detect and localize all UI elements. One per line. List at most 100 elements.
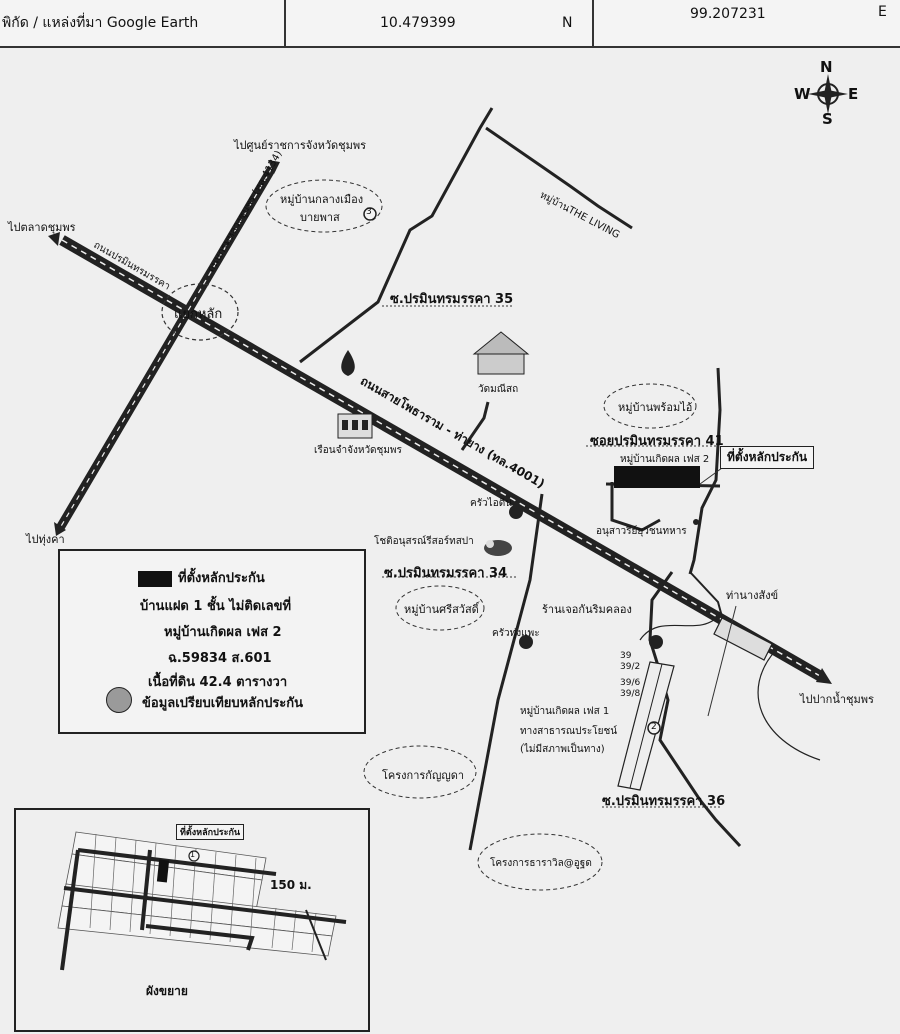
longitude-direction: E xyxy=(878,4,887,20)
source-label: พิกัด / แหล่งที่มา Google Earth xyxy=(2,15,199,31)
longitude-value: 99.207231 xyxy=(690,6,766,22)
inset-drawing xyxy=(57,831,347,971)
collateral-block xyxy=(614,466,700,488)
pier-road xyxy=(689,571,725,625)
coordinate-header: พิกัด / แหล่งที่มา Google Earth 10.47939… xyxy=(0,0,900,48)
legend-collateral-swatch xyxy=(138,571,172,587)
label-prison: เรือนจำจังหวัดชุมพร xyxy=(314,445,402,456)
label-to-pak-nam: ไปปากน้ำชุมพร xyxy=(800,693,874,706)
inset-marker-1: 1 xyxy=(190,850,196,859)
label-monument: อนุสาวรีย์ยุวชนทหาร xyxy=(596,526,687,537)
label-village-koet-phon-2: หมู่บ้านเกิดผล เฟส 2 xyxy=(620,454,710,465)
label-lot-1: 39 xyxy=(620,651,632,661)
label-soi-35: ซ.ปรมินทรมรรคา 35 xyxy=(390,292,514,307)
project-thara-ellipse xyxy=(477,833,603,891)
intersection-ring xyxy=(161,283,239,341)
label-collateral-location: ที่ตั้งหลักประกัน xyxy=(720,446,815,469)
label-project-kanyada: โครงการกัญญดา xyxy=(382,769,465,782)
arrow-to-pak-nam xyxy=(816,668,832,684)
label-to-chumphon-market: ไปตลาดชุมพร xyxy=(8,221,76,234)
prison-icon xyxy=(337,413,373,439)
label-pier: ท่านางสังข์ xyxy=(726,589,779,602)
latitude-value: 10.479399 xyxy=(380,15,456,31)
temple-icon xyxy=(472,331,530,375)
label-lot-4: 39/8 xyxy=(620,689,641,699)
compass-s: S xyxy=(822,110,833,128)
restaurant-2-icon xyxy=(649,635,663,649)
label-lot-2: 39/2 xyxy=(620,662,641,672)
latitude-direction: N xyxy=(562,15,573,31)
cross-road xyxy=(56,165,276,531)
label-village-koet-phon-1: หมู่บ้านเกิดผล เฟส 1 xyxy=(520,706,610,717)
legend-line-4: เนื้อที่ดิน 42.4 ตารางวา xyxy=(148,675,288,690)
restaurant-1-icon xyxy=(509,505,523,519)
compass-w: W xyxy=(794,85,811,103)
arrow-to-thung-kha xyxy=(54,522,66,536)
label-intersection: แยกหลัก xyxy=(174,307,223,322)
village-si-sawat-ellipse xyxy=(395,585,485,631)
label-to-thung-kha: ไปทุ่งคา xyxy=(26,533,65,546)
label-village-klang-mueang-2: บายพาส xyxy=(300,211,340,224)
label-soi-41: ซอยปรมินทรมรรคา 41 xyxy=(590,434,724,449)
compass-e: E xyxy=(848,85,859,103)
village-2-road xyxy=(610,482,661,532)
source-cell: พิกัด / แหล่งที่มา Google Earth xyxy=(0,0,286,46)
river-bank xyxy=(757,649,821,761)
label-village-si-sawat: หมู่บ้านศรีสวัสดิ์ xyxy=(404,603,479,616)
legend-line-2: หมู่บ้านเกิดผล เฟส 2 xyxy=(164,625,282,640)
temple-road xyxy=(460,401,490,451)
marker-2: 2 xyxy=(651,722,657,732)
soi-34-road xyxy=(468,493,544,851)
soi-36-road xyxy=(648,571,742,848)
label-resort: โชติอนุสรณ์รีสอร์ทสปา xyxy=(374,536,474,547)
legend-comparison-swatch xyxy=(106,687,132,713)
arrow-to-center xyxy=(268,160,280,174)
compass-n: N xyxy=(820,58,833,76)
inset-distance-label: 150 ม. xyxy=(270,878,312,892)
legend-box: ที่ตั้งหลักประกัน บ้านแฝด 1 ชั้น ไม่ติดเ… xyxy=(58,549,366,734)
collateral-pointer xyxy=(699,467,723,485)
label-village-klang-mueang: หมู่บ้านกลางเมือง xyxy=(280,193,364,206)
marker-3: 3 xyxy=(366,207,372,217)
compass-rose xyxy=(808,74,848,114)
label-public-way-2: (ไม่มีสภาพเป็นทาง) xyxy=(520,744,605,755)
river-line xyxy=(639,613,721,641)
legend-comparison-label: ข้อมูลเปรียบเทียบหลักประกัน xyxy=(142,696,304,711)
marker-2-ring xyxy=(647,721,661,735)
village-klang-mueang-ellipse xyxy=(265,179,383,233)
pier-pointer xyxy=(707,605,737,717)
legend-line-3: ฉ.59834 ส.601 xyxy=(168,651,272,666)
label-lot-3: 39/6 xyxy=(620,678,641,688)
latitude-cell: 10.479399 N xyxy=(284,0,594,46)
label-temple: วัดมณีสถ xyxy=(478,384,519,395)
marker-3-ring xyxy=(363,207,377,221)
label-village-phrom-thai: หมู่บ้านพร้อมไอ้ xyxy=(618,401,693,414)
the-living-road xyxy=(485,126,633,230)
village-1-divider xyxy=(629,663,663,789)
label-restaurant-1: ครัวไอดิน xyxy=(470,498,513,509)
resort-icon xyxy=(484,540,512,556)
label-to-chumphon-center: ไปศูนย์ราชการจังหวัดชุมพร xyxy=(234,139,367,152)
label-project-thara: โครงการธาราวิล@อูฐด xyxy=(490,858,592,869)
pier-bridge xyxy=(713,617,773,661)
label-soi-36: ซ.ปรมินทรมรรคา 36 xyxy=(602,794,726,809)
soi-41-road xyxy=(688,367,722,575)
label-soi-34: ซ.ปรมินทรมรรคา 34 xyxy=(384,566,508,581)
inset-plan: ที่ตั้งหลักประกัน 1 150 ม. ผังขยาย xyxy=(14,808,370,1032)
label-restaurant-2: ร้านเจอกันริมคลอง xyxy=(542,603,632,616)
inset-caption: ผังขยาย xyxy=(146,984,188,998)
label-restaurant-3: ครัวทุ่งแพะ xyxy=(492,628,540,639)
label-public-way: ทางสาธารณประโยชน์ xyxy=(520,726,618,737)
village-phrom-thai-ellipse xyxy=(603,383,697,429)
project-kanyada-ellipse xyxy=(363,745,477,799)
longitude-cell: 99.207231 E xyxy=(594,0,898,46)
inset-collateral-label: ที่ตั้งหลักประกัน xyxy=(176,824,245,840)
legend-collateral-label: ที่ตั้งหลักประกัน xyxy=(178,571,265,586)
restaurant-3-icon xyxy=(519,635,533,649)
flame-icon xyxy=(341,350,355,376)
monument-icon xyxy=(693,519,699,525)
legend-line-1: บ้านแฝด 1 ชั้น ไม่ติดเลขที่ xyxy=(140,599,292,614)
arrow-to-market xyxy=(48,232,60,246)
